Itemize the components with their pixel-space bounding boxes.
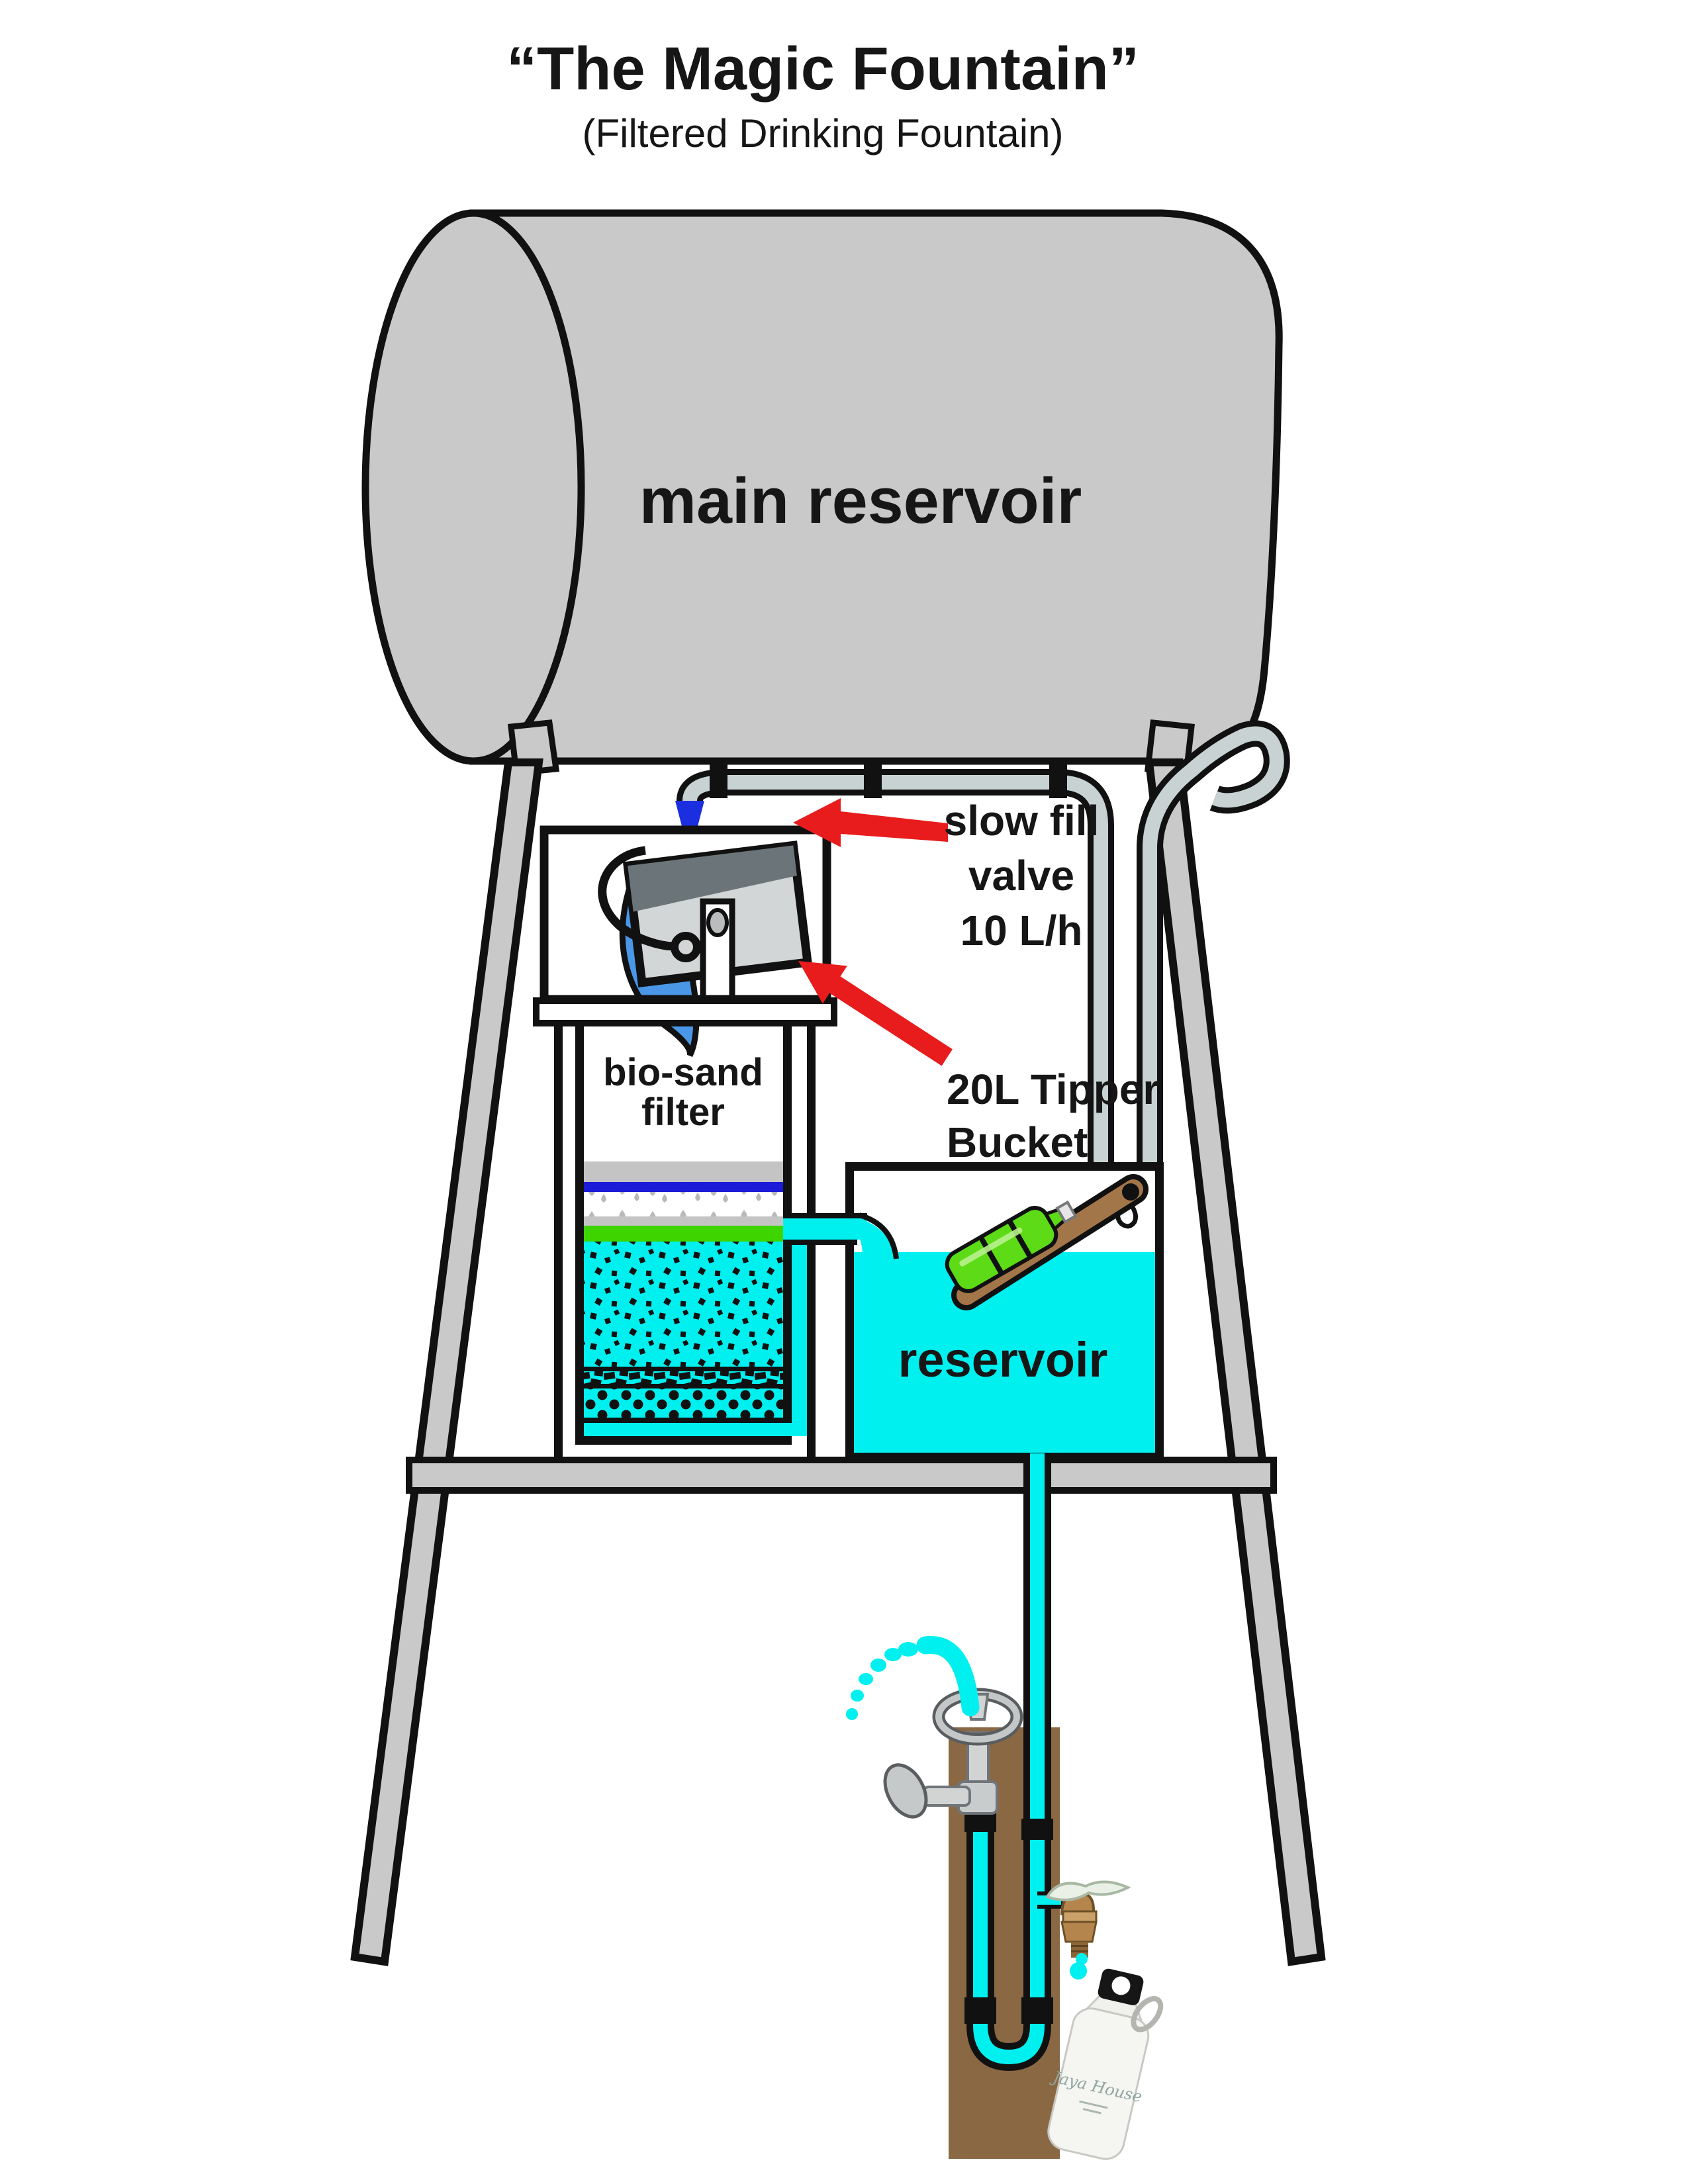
filter-layer-sand-pattern bbox=[584, 1242, 783, 1367]
outlet-spill-edge bbox=[858, 1212, 899, 1259]
slow-fill-label-line1: slow fill bbox=[944, 797, 1100, 844]
bottle-cap-hole bbox=[1111, 1976, 1131, 1995]
filter-underdrain-line bbox=[584, 1418, 783, 1423]
reservoir-wall-left bbox=[845, 1162, 854, 1461]
pipe-union-upper-right bbox=[1021, 1819, 1053, 1840]
pipe-clamp-1 bbox=[710, 758, 727, 798]
reservoir-wall-right bbox=[1155, 1162, 1164, 1461]
tipper-label-line2: Bucket bbox=[947, 1118, 1088, 1166]
filter-bottom bbox=[575, 1436, 792, 1445]
tipper-shelf bbox=[533, 997, 837, 1026]
bottle-logo-subline-2 bbox=[1082, 2108, 1102, 2115]
gravel-border-top bbox=[584, 1367, 783, 1371]
pipe-clamp-3 bbox=[1049, 758, 1067, 798]
pipe-union-lower-left bbox=[964, 1997, 996, 2024]
stand-crossbar bbox=[406, 1457, 1277, 1494]
tap-thread-line-2 bbox=[1071, 1950, 1088, 1952]
reservoir-bottom bbox=[845, 1453, 1164, 1461]
tap-drip-1 bbox=[1076, 1953, 1088, 1965]
tipper-label-line1: 20L Tipper bbox=[947, 1066, 1159, 1113]
bottle-band-2 bbox=[1007, 1219, 1033, 1259]
tap-collar bbox=[1062, 1910, 1098, 1923]
tipper-bucket-assembly bbox=[533, 825, 837, 1058]
filter-layer-gray-top bbox=[584, 1161, 783, 1182]
bio-sand-filter: bio-sand filter bbox=[554, 1022, 899, 1460]
bottle-highlight bbox=[959, 1227, 1023, 1267]
trip-wire bbox=[598, 846, 676, 951]
supply-pipe bbox=[677, 720, 1290, 1257]
filter-outlet-riser bbox=[792, 1220, 807, 1436]
filter-label-line1: bio-sand bbox=[603, 1051, 763, 1094]
float-bottle bbox=[945, 1200, 1078, 1293]
slow-fill-arrow-icon bbox=[793, 798, 948, 847]
tipper-bucket-arrow-icon bbox=[798, 961, 953, 1066]
float-valve bbox=[945, 1174, 1149, 1310]
reservoir-label: reservoir bbox=[898, 1332, 1108, 1387]
main-reservoir-tank: main reservoir bbox=[361, 209, 1283, 765]
fountain-arm bbox=[922, 1786, 971, 1807]
slow-fill-valve bbox=[675, 801, 704, 831]
filter-layer-gravel-coarse-pattern bbox=[584, 1388, 783, 1418]
filter-layer-droplets-pattern bbox=[584, 1192, 783, 1216]
filter-layer-gray-2 bbox=[584, 1216, 783, 1226]
filter-label-line2: filter bbox=[641, 1091, 725, 1134]
tap-drip-2 bbox=[1070, 1962, 1087, 1979]
pipe-union-lower-right bbox=[1021, 1997, 1053, 2024]
tap-handle bbox=[1045, 1880, 1131, 1901]
tap-body bbox=[1060, 1921, 1098, 1943]
fountain-handle bbox=[883, 1763, 928, 1819]
fountain-water-arc bbox=[846, 1636, 980, 1720]
page-title: “The Magic Fountain” bbox=[506, 35, 1139, 103]
bottle-cap bbox=[1055, 1200, 1078, 1224]
filter-outer-leg-left bbox=[554, 1022, 563, 1460]
gravel-border-bottom bbox=[584, 1384, 783, 1388]
filter-wall-left bbox=[575, 1022, 584, 1444]
carabiner bbox=[1131, 1996, 1164, 2032]
slow-fill-label-line2: valve bbox=[968, 852, 1074, 899]
pipe-clamp-2 bbox=[864, 758, 882, 798]
right-leg bbox=[1145, 758, 1326, 1966]
filter-layer-green bbox=[584, 1226, 783, 1242]
outlet-line-bottom bbox=[783, 1240, 857, 1245]
bottle-logo-subline-1 bbox=[1079, 2100, 1108, 2109]
bottle-body bbox=[1047, 2007, 1150, 2160]
pivot-hole bbox=[706, 908, 729, 937]
trip-wire-ring bbox=[671, 932, 701, 962]
tap-thread-line-1 bbox=[1071, 1945, 1088, 1947]
filter-outlet-spill bbox=[851, 1218, 895, 1260]
outlet-line-top bbox=[783, 1213, 867, 1218]
main-reservoir-label: main reservoir bbox=[639, 465, 1082, 537]
drain-pipe bbox=[966, 1453, 1051, 2071]
drinking-fountain-head bbox=[846, 1636, 1023, 1819]
bottle-filling-tap bbox=[1037, 1880, 1131, 1979]
left-leg bbox=[350, 758, 543, 1966]
tank-end-cap bbox=[361, 209, 585, 765]
bottle-band-1 bbox=[978, 1236, 1004, 1275]
filter-layer-blue bbox=[584, 1182, 783, 1192]
bucket-rim bbox=[628, 845, 797, 912]
page-subtitle: (Filtered Drinking Fountain) bbox=[583, 111, 1064, 156]
reservoir-rim bbox=[845, 1162, 1164, 1171]
filter-underdrain-water bbox=[584, 1423, 807, 1436]
slow-fill-label-line3: 10 L/h bbox=[961, 907, 1083, 954]
float-pivot bbox=[1122, 1183, 1139, 1201]
water-bottle: Jaya House bbox=[1047, 1968, 1164, 2160]
